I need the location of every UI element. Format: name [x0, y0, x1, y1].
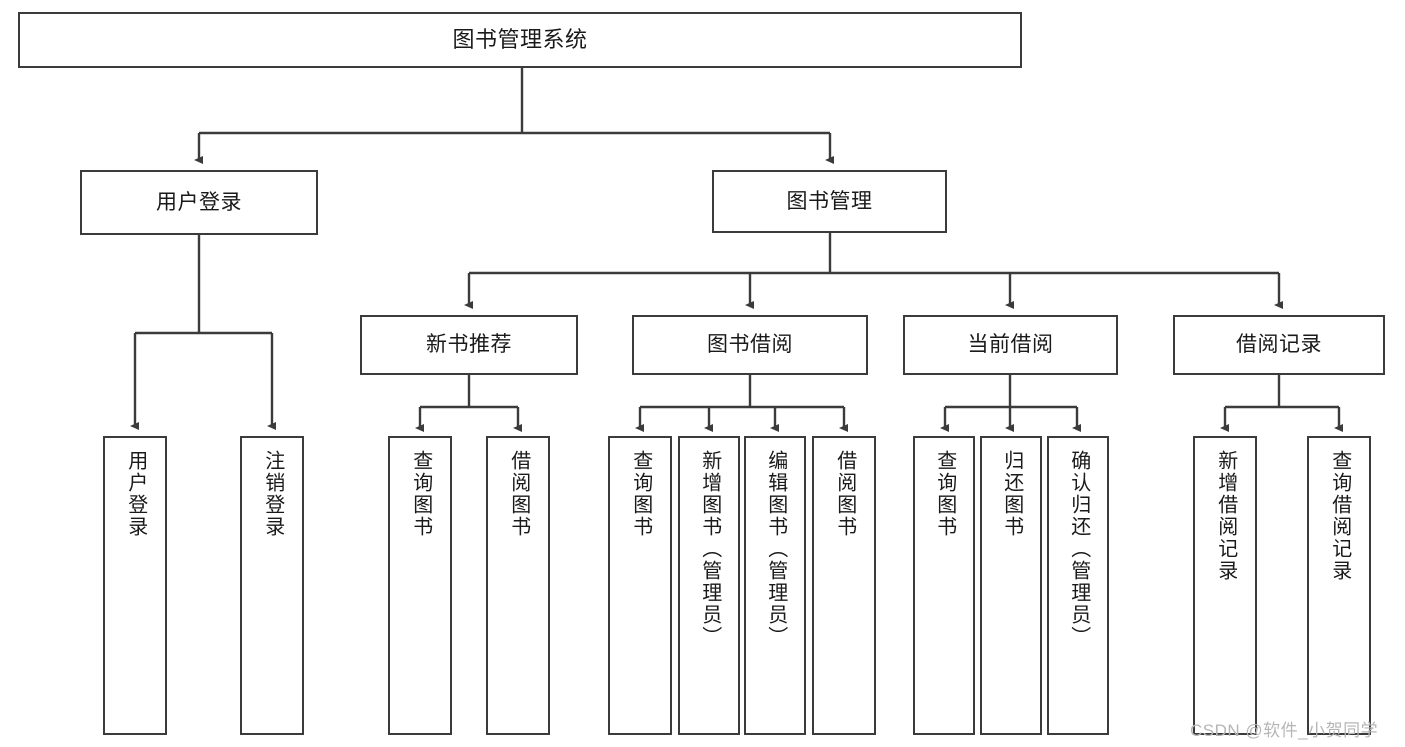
leaf-user-login-signin[interactable]: 用户登录 — [103, 436, 167, 735]
leaf-book-borrow-borrow[interactable]: 借阅图书 — [812, 436, 876, 735]
node-label: 查询借阅记录 — [1328, 450, 1351, 582]
node-borrow-record[interactable]: 借阅记录 — [1173, 315, 1385, 375]
node-label: 用户登录 — [124, 450, 147, 538]
node-label: 查询图书 — [629, 450, 652, 538]
node-label: 借阅图书 — [833, 450, 856, 538]
node-label: 编辑图书（管理员） — [764, 450, 787, 648]
node-book-borrow[interactable]: 图书借阅 — [632, 315, 868, 375]
node-label: 新书推荐 — [426, 333, 512, 357]
leaf-borrow-record-add[interactable]: 新增借阅记录 — [1193, 436, 1257, 735]
leaf-borrow-record-query[interactable]: 查询借阅记录 — [1307, 436, 1371, 735]
leaf-current-borrow-query[interactable]: 查询图书 — [913, 436, 975, 735]
node-label: 当前借阅 — [967, 333, 1054, 357]
node-label: 查询图书 — [933, 450, 956, 538]
leaf-book-borrow-query[interactable]: 查询图书 — [608, 436, 672, 735]
leaf-new-book-borrow[interactable]: 借阅图书 — [486, 436, 550, 735]
node-label: 查询图书 — [409, 450, 432, 538]
node-label: 注销登录 — [261, 450, 284, 538]
leaf-user-login-signout[interactable]: 注销登录 — [240, 436, 304, 735]
node-label: 借阅记录 — [1236, 333, 1322, 357]
node-current-borrow[interactable]: 当前借阅 — [903, 315, 1118, 375]
leaf-current-borrow-confirm-return[interactable]: 确认归还（管理员） — [1047, 436, 1109, 735]
leaf-new-book-query[interactable]: 查询图书 — [388, 436, 452, 735]
node-label: 图书管理 — [786, 189, 873, 213]
node-label: 借阅图书 — [507, 450, 530, 538]
leaf-book-borrow-edit[interactable]: 编辑图书（管理员） — [744, 436, 806, 735]
leaf-current-borrow-return[interactable]: 归还图书 — [980, 436, 1042, 735]
node-label: 确认归还（管理员） — [1067, 450, 1090, 648]
node-root-system[interactable]: 图书管理系统 — [18, 12, 1022, 68]
node-user-login[interactable]: 用户登录 — [80, 170, 318, 235]
node-label: 图书管理系统 — [452, 26, 588, 52]
node-label: 归还图书 — [1000, 450, 1023, 538]
node-label: 新增借阅记录 — [1214, 450, 1237, 582]
node-label: 图书借阅 — [707, 333, 793, 357]
csdn-watermark: CSDN @软件_小贺同学 — [1190, 721, 1379, 740]
node-new-book-recommend[interactable]: 新书推荐 — [360, 315, 578, 375]
leaf-book-borrow-add[interactable]: 新增图书（管理员） — [678, 436, 740, 735]
node-label: 用户登录 — [156, 190, 242, 214]
node-label: 新增图书（管理员） — [698, 450, 721, 648]
node-book-management[interactable]: 图书管理 — [712, 170, 947, 233]
